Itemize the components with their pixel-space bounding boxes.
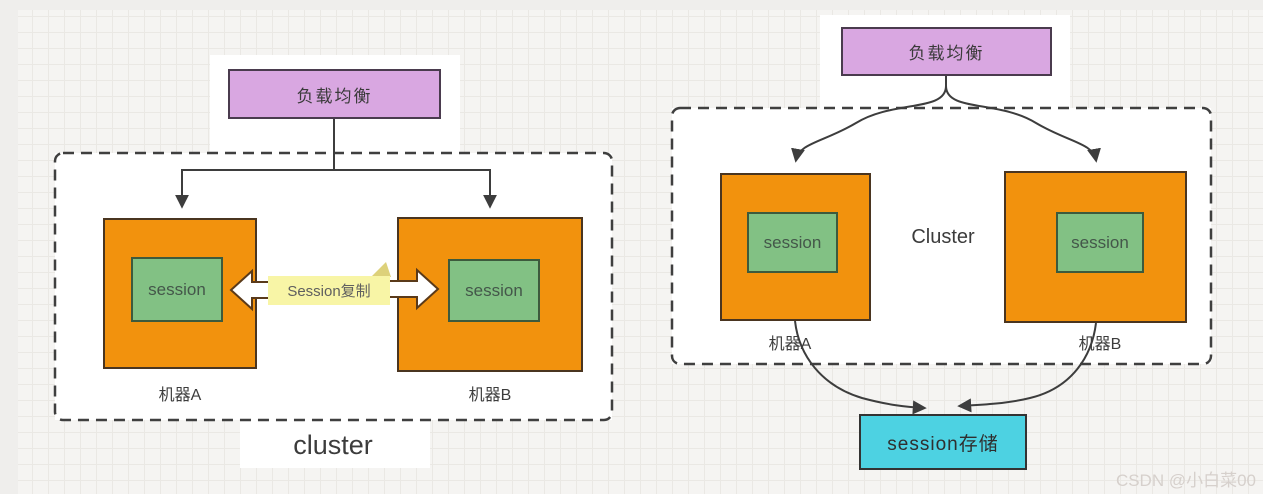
right-session-b-label: session: [1071, 232, 1129, 252]
right-machine-b-label: 机器B: [1078, 336, 1122, 353]
right-load-balancer-box: 负载均衡: [841, 27, 1052, 76]
left-load-balancer-box: 负载均衡: [228, 69, 441, 119]
canvas-edge-left: [0, 0, 18, 494]
left-session-b-label: session: [465, 280, 523, 300]
right-session-a-label: session: [763, 232, 822, 252]
left-session-a-box: session: [131, 257, 223, 322]
left-load-balancer-label: 负载均衡: [296, 86, 373, 106]
right-session-a-box: session: [747, 212, 838, 273]
right-load-balancer-label: 负载均衡: [908, 44, 985, 63]
left-machine-b-label: 机器B: [468, 387, 512, 404]
watermark: CSDN @小白菜00: [1115, 471, 1256, 490]
left-machine-a-label: 机器A: [158, 387, 202, 404]
session-replication-note: Session复制: [268, 276, 390, 305]
left-cluster-label: cluster: [293, 429, 373, 460]
session-replication-label: Session复制: [287, 283, 371, 300]
left-session-a-label: session: [148, 279, 206, 299]
left-cluster-label-backdrop: [240, 420, 430, 468]
left-session-b-box: session: [448, 259, 540, 322]
session-store-label: session存储: [887, 433, 999, 455]
session-store-box: session存储: [859, 414, 1027, 470]
right-machine-a-label: 机器A: [768, 336, 812, 353]
right-session-b-box: session: [1056, 212, 1144, 273]
right-cluster-label: Cluster: [911, 225, 975, 248]
canvas-edge-top: [0, 0, 1263, 10]
